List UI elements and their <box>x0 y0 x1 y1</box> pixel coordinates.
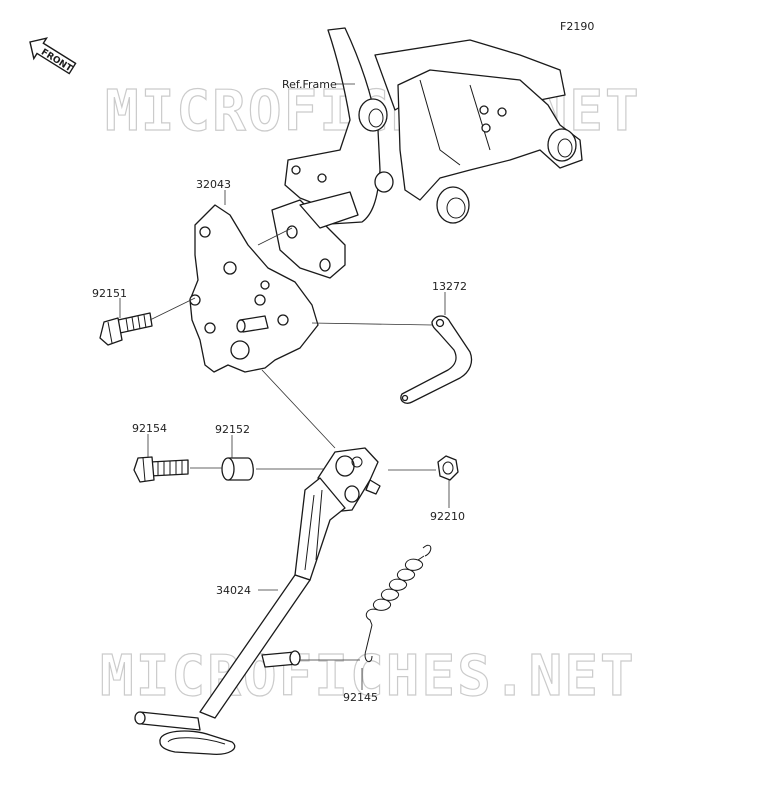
bolt-92151 <box>99 312 153 346</box>
nut-92210 <box>437 455 459 481</box>
bolt-92154 <box>133 456 189 483</box>
bracket-stand-leader <box>261 369 336 449</box>
label-92145: 92145 <box>343 691 378 704</box>
label-13272: 13272 <box>432 280 467 293</box>
frame-reference <box>271 27 583 279</box>
label-92151: 92151 <box>92 287 127 300</box>
label-92154: 92154 <box>132 422 167 435</box>
spring-92145 <box>364 544 432 663</box>
diagram-code: F2190 <box>560 20 594 33</box>
hook-bracket-leader <box>311 322 433 326</box>
bolt-bracket-leader <box>149 297 196 321</box>
bracket-32043 <box>189 204 319 373</box>
collar-92152 <box>221 457 254 481</box>
bracket-frame-leader <box>257 227 293 246</box>
side-stand-34024 <box>134 447 381 755</box>
label-32043: 32043 <box>196 178 231 191</box>
label-34024: 34024 <box>216 584 251 597</box>
label-92152: 92152 <box>215 423 250 436</box>
watermark-bottom: MICROFICHES.NET <box>100 644 636 709</box>
bracket-13272 <box>400 315 473 404</box>
label-92210: 92210 <box>430 510 465 523</box>
front-arrow-icon: FRONT <box>29 37 77 75</box>
ref-frame-label: Ref.Frame <box>282 78 337 91</box>
